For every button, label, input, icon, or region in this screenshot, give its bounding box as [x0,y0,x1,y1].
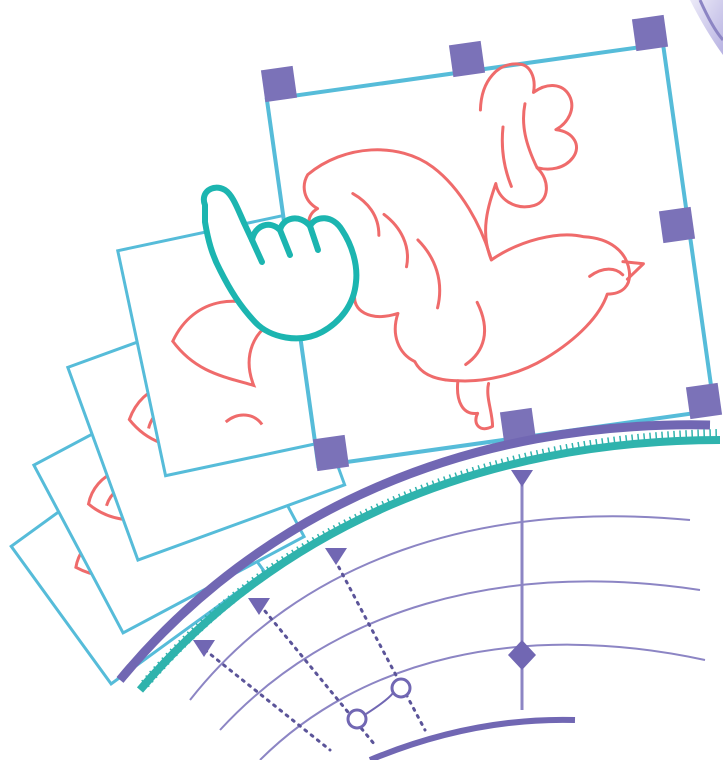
timeline-marker-icon[interactable] [511,470,533,487]
selection-handle-icon[interactable] [261,66,297,102]
keyframe-diamond-icon[interactable] [508,640,536,670]
selection-handle-icon[interactable] [686,383,722,419]
selection-handle-icon[interactable] [313,435,349,471]
keyframe-circle-icon[interactable] [392,679,410,697]
bottom-arc [370,720,575,760]
timeline-marker-icon[interactable] [325,548,347,565]
selection-handle-icon[interactable] [449,41,485,77]
keyframe-circle-icon[interactable] [348,710,366,728]
corner-decoration [690,0,723,55]
selection-handle-icon[interactable] [659,207,695,243]
selection-handle-icon[interactable] [632,15,668,51]
